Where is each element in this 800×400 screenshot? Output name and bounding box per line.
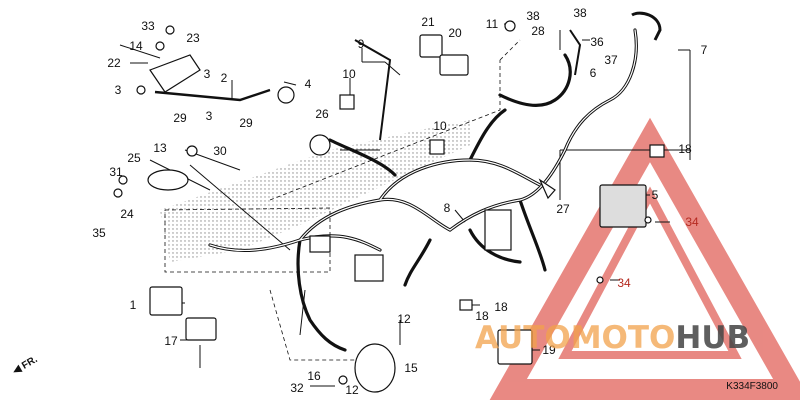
part-3-bolt-b: [136, 85, 146, 95]
callout-1: 1: [129, 298, 137, 312]
part-11-grommet: [504, 20, 516, 32]
callout-34: 34: [685, 215, 699, 229]
callout-4: 4: [304, 77, 312, 91]
callout-18: 18: [475, 309, 489, 323]
part-15-horn: [354, 343, 396, 393]
part-10-clamp: [339, 94, 355, 110]
callout-26: 26: [315, 107, 329, 121]
callout-19: 19: [542, 343, 556, 357]
part-19-relay: [497, 329, 533, 365]
junction-connector: [309, 235, 331, 253]
callout-30: 30: [213, 144, 227, 158]
callout-6: 6: [589, 66, 597, 80]
callout-35: 35: [92, 226, 106, 240]
part-27-clip: [538, 178, 556, 200]
callout-31: 31: [109, 165, 123, 179]
callout-23: 23: [186, 31, 200, 45]
part-24-washer: [113, 188, 123, 198]
part-1-relay: [149, 286, 183, 316]
callout-20: 20: [448, 26, 462, 40]
part-34-bolt-b: [596, 276, 604, 284]
callout-36: 36: [590, 35, 604, 49]
frame-shading: [160, 120, 470, 262]
callout-34: 34: [617, 276, 631, 290]
watermark-triangle: [489, 117, 800, 400]
callout-16: 16: [307, 369, 321, 383]
callout-7: 7: [700, 43, 708, 57]
callout-13: 13: [153, 141, 167, 155]
part-4-coil: [277, 86, 295, 104]
callout-24: 24: [120, 207, 134, 221]
callout-18: 18: [494, 300, 508, 314]
callout-10: 10: [433, 119, 447, 133]
callout-10: 10: [342, 67, 356, 81]
callout-32: 32: [290, 381, 304, 395]
part-33-bolt: [165, 25, 175, 35]
callout-14: 14: [129, 39, 143, 53]
part-23-washer: [155, 41, 165, 51]
part-30-nut: [186, 145, 198, 157]
callout-27: 27: [556, 202, 570, 216]
callout-38: 38: [573, 6, 587, 20]
watermark-text: AUTOMOTOHUB: [475, 320, 750, 356]
part-20-unit: [439, 54, 469, 76]
callout-17: 17: [164, 334, 178, 348]
part-7-end: [631, 11, 662, 41]
callout-21: 21: [421, 15, 435, 29]
part-26-clip: [309, 134, 331, 156]
callout-12: 12: [345, 383, 359, 397]
callout-18: 18: [678, 142, 692, 156]
callout-11: 11: [485, 17, 499, 31]
part-36-wire: [569, 29, 582, 76]
part-2-cable: [154, 88, 271, 102]
part-16-nut: [338, 375, 348, 385]
fuse-box: [354, 254, 384, 282]
part-18-cap: [649, 144, 665, 158]
callout-28: 28: [531, 24, 545, 38]
callout-33: 33: [141, 19, 155, 33]
part-5-regulator: [599, 184, 647, 228]
part-34-bolt: [644, 216, 652, 224]
callout-22: 22: [107, 56, 121, 70]
reference-frames: [164, 39, 521, 361]
part-18-cap-b: [459, 299, 473, 311]
part-22-bracket: [149, 54, 201, 93]
callout-25: 25: [127, 151, 141, 165]
callout-38: 38: [526, 9, 540, 23]
callout-3: 3: [114, 83, 122, 97]
part-25-collar: [118, 175, 128, 185]
part-21-connector: [419, 34, 443, 58]
part-13-sensor: [147, 169, 189, 191]
callout-15: 15: [404, 361, 418, 375]
parts: [113, 11, 665, 393]
watermark-text-a: AUTOMOTO: [475, 320, 676, 356]
callout-8: 8: [443, 201, 451, 215]
callout-3: 3: [205, 109, 213, 123]
callout-2: 2: [220, 71, 228, 85]
part-10-clamp-b: [429, 139, 445, 155]
watermark-text-b: HUB: [675, 320, 751, 356]
harness-block: [484, 209, 512, 251]
callout-5: 5: [651, 188, 659, 202]
callout-37: 37: [604, 53, 618, 67]
part-9-cable: [354, 39, 392, 141]
callout-29: 29: [239, 116, 253, 130]
callout-12: 12: [397, 312, 411, 326]
diagram-code: K334F3800: [726, 381, 778, 392]
callout-29: 29: [173, 111, 187, 125]
callout-3: 3: [203, 67, 211, 81]
callout-9: 9: [357, 37, 365, 51]
part-17-relay: [185, 317, 217, 341]
